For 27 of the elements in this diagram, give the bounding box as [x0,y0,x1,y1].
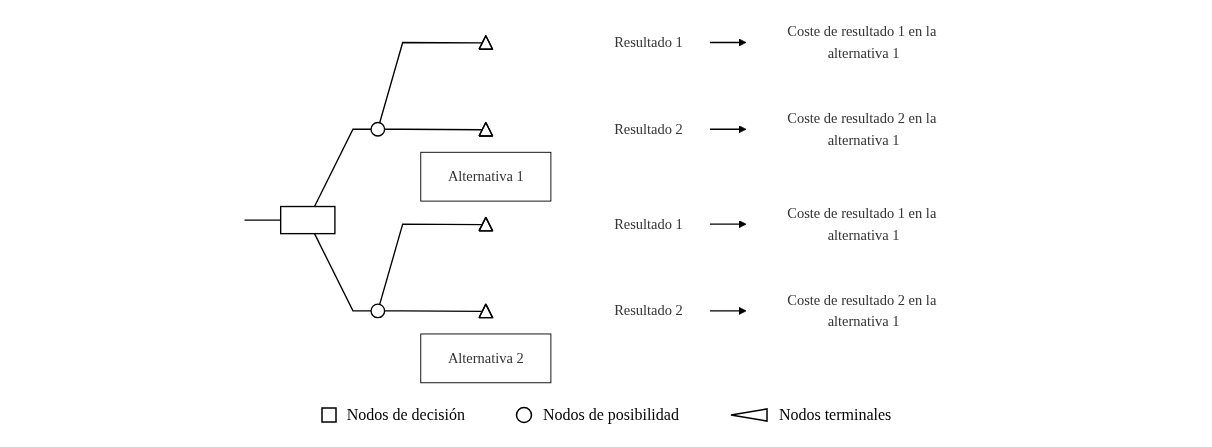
arrow [708,220,746,229]
arrow [708,306,746,315]
node-circle [369,121,385,137]
connector [378,41,484,124]
node-text: Resultado 2 [613,302,683,319]
node-box [279,205,336,235]
node-text: Coste de resultado 1 en la alternativa 1 [786,23,936,61]
legend-text: Nodos de posibilidad [542,406,679,424]
connector [313,232,372,312]
node-text: Coste de resultado 2 en la alternativa 1 [786,291,936,329]
legend-text: Nodos de decisión [346,406,465,424]
node-text: Coste de resultado 2 en la alternativa 1 [786,110,936,148]
connector [383,128,484,131]
legend-text: Nodos terminales [778,406,892,424]
node-box: Alternativa 2 [419,333,551,384]
arrow [708,125,746,134]
node-text: Resultado 1 [613,34,683,50]
connector [383,310,484,313]
node-text: Resultado 2 [613,121,683,137]
connector [313,128,372,208]
node-circle [369,303,385,319]
node-text: Coste de resultado 1 en la alternativa 1 [786,205,936,243]
node-box: Alternativa 1 [419,151,551,202]
connector [378,223,484,306]
node-text: Resultado 1 [613,216,683,232]
arrow [708,38,746,47]
connector [243,219,281,221]
